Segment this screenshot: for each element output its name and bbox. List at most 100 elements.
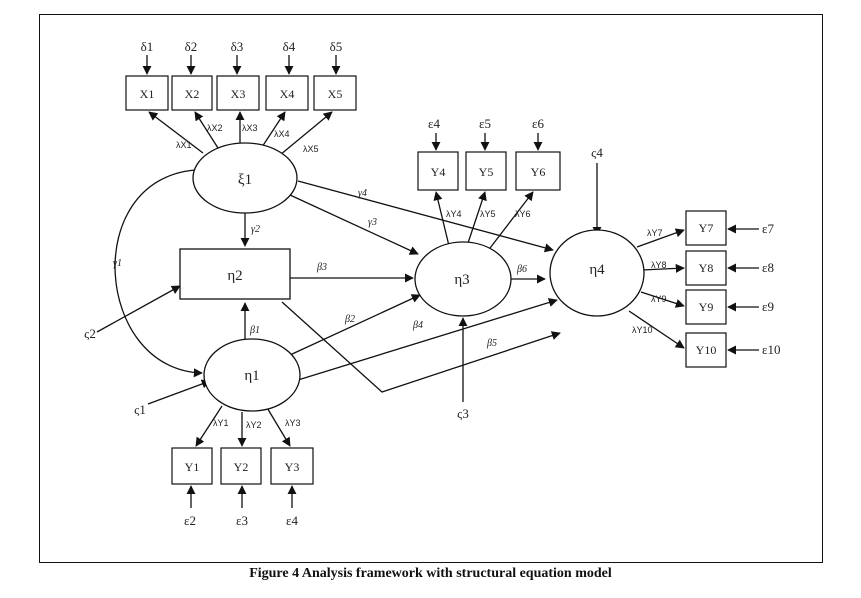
loading-y5: λY5 bbox=[480, 209, 496, 219]
err-eps8: ε8 bbox=[762, 260, 774, 275]
path-beta5: β5 bbox=[486, 338, 497, 349]
box-y8 bbox=[685, 250, 727, 286]
latent-xi1-label: ξ1 bbox=[238, 172, 252, 188]
box-y6 bbox=[515, 151, 561, 191]
edge-zeta1 bbox=[147, 379, 211, 405]
edge-gamma1 bbox=[114, 169, 203, 378]
loading-x1: λX1 bbox=[176, 140, 192, 150]
box-x4 bbox=[265, 75, 309, 111]
figure-frame bbox=[39, 14, 823, 563]
edge-beta2 bbox=[289, 294, 421, 356]
box-x3 bbox=[216, 75, 260, 111]
edge-zeta2 bbox=[96, 285, 181, 333]
err-eps4-bottom: ε4 bbox=[286, 513, 298, 528]
edge-beta4 bbox=[297, 298, 558, 381]
latent-xi1 bbox=[192, 142, 298, 214]
edge-beta5 bbox=[281, 301, 561, 393]
err-eps7: ε7 bbox=[762, 221, 774, 236]
box-y2-label: Y2 bbox=[234, 460, 249, 474]
err-eps2: ε2 bbox=[184, 513, 196, 528]
err-eps9: ε9 bbox=[762, 299, 774, 314]
err-delta2: δ2 bbox=[185, 39, 198, 54]
latent-eta4 bbox=[549, 229, 645, 317]
box-y4-label: Y4 bbox=[431, 165, 446, 179]
box-y1-label: Y1 bbox=[185, 460, 200, 474]
box-y4 bbox=[417, 151, 459, 191]
box-y5-label: Y5 bbox=[479, 165, 494, 179]
loading-x2: λX2 bbox=[207, 123, 223, 133]
loading-x5: λX5 bbox=[303, 144, 319, 154]
box-y3-label: Y3 bbox=[285, 460, 300, 474]
box-x1-label: X1 bbox=[140, 87, 155, 101]
box-y3 bbox=[270, 447, 314, 485]
box-y7 bbox=[685, 210, 727, 246]
edge-gamma4 bbox=[297, 180, 554, 253]
path-beta6: β6 bbox=[516, 264, 527, 275]
box-x3-label: X3 bbox=[231, 87, 246, 101]
box-y10 bbox=[685, 332, 727, 368]
box-y2 bbox=[220, 447, 262, 485]
err-delta3: δ3 bbox=[231, 39, 244, 54]
loading-y3: λY3 bbox=[285, 418, 301, 428]
edge-eta4-y9 bbox=[640, 291, 685, 308]
latent-eta4-label: η4 bbox=[589, 262, 605, 278]
box-y6-label: Y6 bbox=[531, 165, 546, 179]
latent-eta1-label: η1 bbox=[244, 368, 259, 384]
box-y7-label: Y7 bbox=[699, 221, 714, 235]
path-gamma3: γ3 bbox=[368, 217, 377, 228]
latent-eta2-label: η2 bbox=[227, 268, 242, 284]
latent-eta3 bbox=[414, 241, 512, 317]
loading-y1: λY1 bbox=[213, 418, 229, 428]
disturbance-zeta1: ς1 bbox=[134, 402, 146, 417]
edge-eta4-y10 bbox=[628, 310, 685, 349]
path-gamma2: γ2 bbox=[251, 224, 260, 235]
box-y1 bbox=[171, 447, 213, 485]
edge-eta1-y1 bbox=[195, 405, 223, 447]
latent-eta1 bbox=[203, 338, 301, 412]
edge-eta3-y6 bbox=[486, 191, 534, 253]
box-y5 bbox=[465, 151, 507, 191]
path-gamma1: γ1 bbox=[113, 258, 122, 269]
path-beta1: β1 bbox=[249, 325, 260, 336]
err-eps3: ε3 bbox=[236, 513, 248, 528]
box-x2-label: X2 bbox=[185, 87, 200, 101]
loading-y10: λY10 bbox=[632, 325, 653, 335]
edge-xi1-x4 bbox=[261, 111, 286, 148]
err-eps5: ε5 bbox=[479, 116, 491, 131]
path-beta2: β2 bbox=[344, 314, 355, 325]
path-beta3: β3 bbox=[316, 262, 327, 273]
err-delta1: δ1 bbox=[141, 39, 154, 54]
loading-y2: λY2 bbox=[246, 420, 262, 430]
err-delta5: δ5 bbox=[330, 39, 343, 54]
box-y10-label: Y10 bbox=[696, 343, 717, 357]
loading-y8: λY8 bbox=[651, 260, 667, 270]
box-y9 bbox=[685, 289, 727, 325]
edges bbox=[96, 55, 759, 508]
loading-x3: λX3 bbox=[242, 123, 258, 133]
box-x4-label: X4 bbox=[280, 87, 295, 101]
loading-x4: λX4 bbox=[274, 129, 290, 139]
disturbance-zeta2: ς2 bbox=[84, 326, 96, 341]
box-y8-label: Y8 bbox=[699, 261, 714, 275]
edge-xi1-x5 bbox=[279, 111, 333, 156]
edge-eta3-y4 bbox=[433, 191, 451, 251]
loading-y6: λY6 bbox=[515, 209, 531, 219]
disturbance-zeta4: ς4 bbox=[591, 145, 603, 160]
box-x5 bbox=[313, 75, 357, 111]
path-gamma4: γ4 bbox=[358, 188, 367, 199]
edge-eta1-y3 bbox=[265, 405, 291, 447]
box-y9-label: Y9 bbox=[699, 300, 714, 314]
edge-eta3-y5 bbox=[466, 191, 487, 247]
edge-eta4-y8 bbox=[641, 263, 685, 273]
box-x2 bbox=[171, 75, 213, 111]
err-eps4-top: ε4 bbox=[428, 116, 440, 131]
err-eps10: ε10 bbox=[762, 342, 780, 357]
edge-eta4-y7 bbox=[636, 228, 685, 248]
box-x5-label: X5 bbox=[328, 87, 343, 101]
loading-y4: λY4 bbox=[446, 209, 462, 219]
figure-caption: Figure 4 Analysis framework with structu… bbox=[249, 566, 612, 581]
loading-y7: λY7 bbox=[647, 228, 663, 238]
edge-xi1-x2 bbox=[194, 111, 219, 149]
disturbance-zeta3: ς3 bbox=[457, 406, 469, 421]
